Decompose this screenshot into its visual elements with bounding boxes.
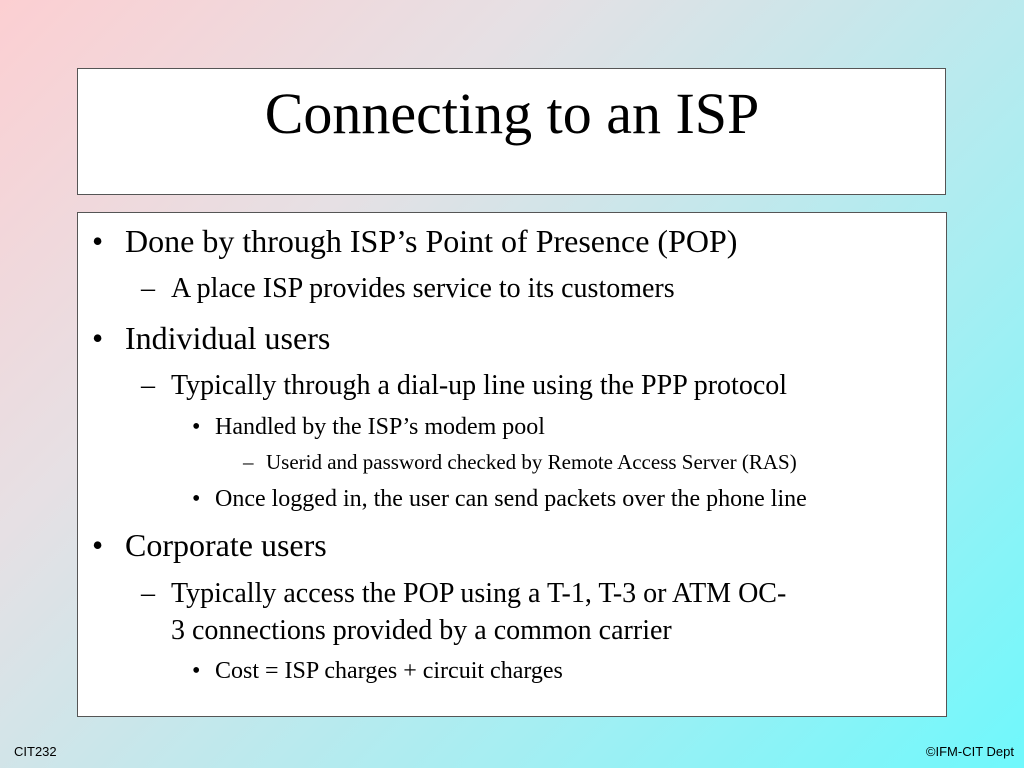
bullet-text-1: Done by through ISP’s Point of Presence … — [125, 223, 738, 259]
content-box — [77, 212, 947, 717]
bullet-text-7: Once logged in, the user can send packet… — [215, 486, 807, 512]
bullet-text-9: Typically access the POP using a T-1, T-… — [171, 578, 787, 609]
bullet-marker-7: • — [192, 486, 201, 512]
bullet-marker-5: • — [192, 414, 201, 440]
footer-course-code: CIT232 — [14, 744, 57, 759]
bullet-marker-2: – — [141, 273, 155, 304]
bullet-marker-4: – — [141, 370, 155, 401]
bullet-text-3: Individual users — [125, 320, 331, 356]
bullet-marker-11: • — [192, 658, 201, 684]
title-box — [77, 68, 946, 195]
bullet-text-4: Typically through a dial-up line using t… — [171, 370, 788, 401]
bullet-text-9-continued: 3 connections provided by a common carri… — [171, 615, 672, 646]
bullet-marker-1: • — [92, 223, 104, 259]
bullet-text-2: A place ISP provides service to its cust… — [171, 273, 675, 304]
bullet-text-8: Corporate users — [125, 527, 327, 563]
bullet-text-5: Handled by the ISP’s modem pool — [215, 414, 545, 440]
bullet-marker-9: – — [141, 578, 155, 609]
bullet-marker-3: • — [92, 320, 104, 356]
bullet-text-6: Userid and password checked by Remote Ac… — [266, 450, 797, 474]
bullet-text-11: Cost = ISP charges + circuit charges — [215, 658, 563, 684]
bullet-marker-8: • — [92, 527, 104, 563]
bullet-marker-6: – — [243, 450, 254, 474]
slide-title: Connecting to an ISP — [264, 81, 760, 146]
footer-copyright: ©IFM-CIT Dept — [925, 744, 1014, 759]
